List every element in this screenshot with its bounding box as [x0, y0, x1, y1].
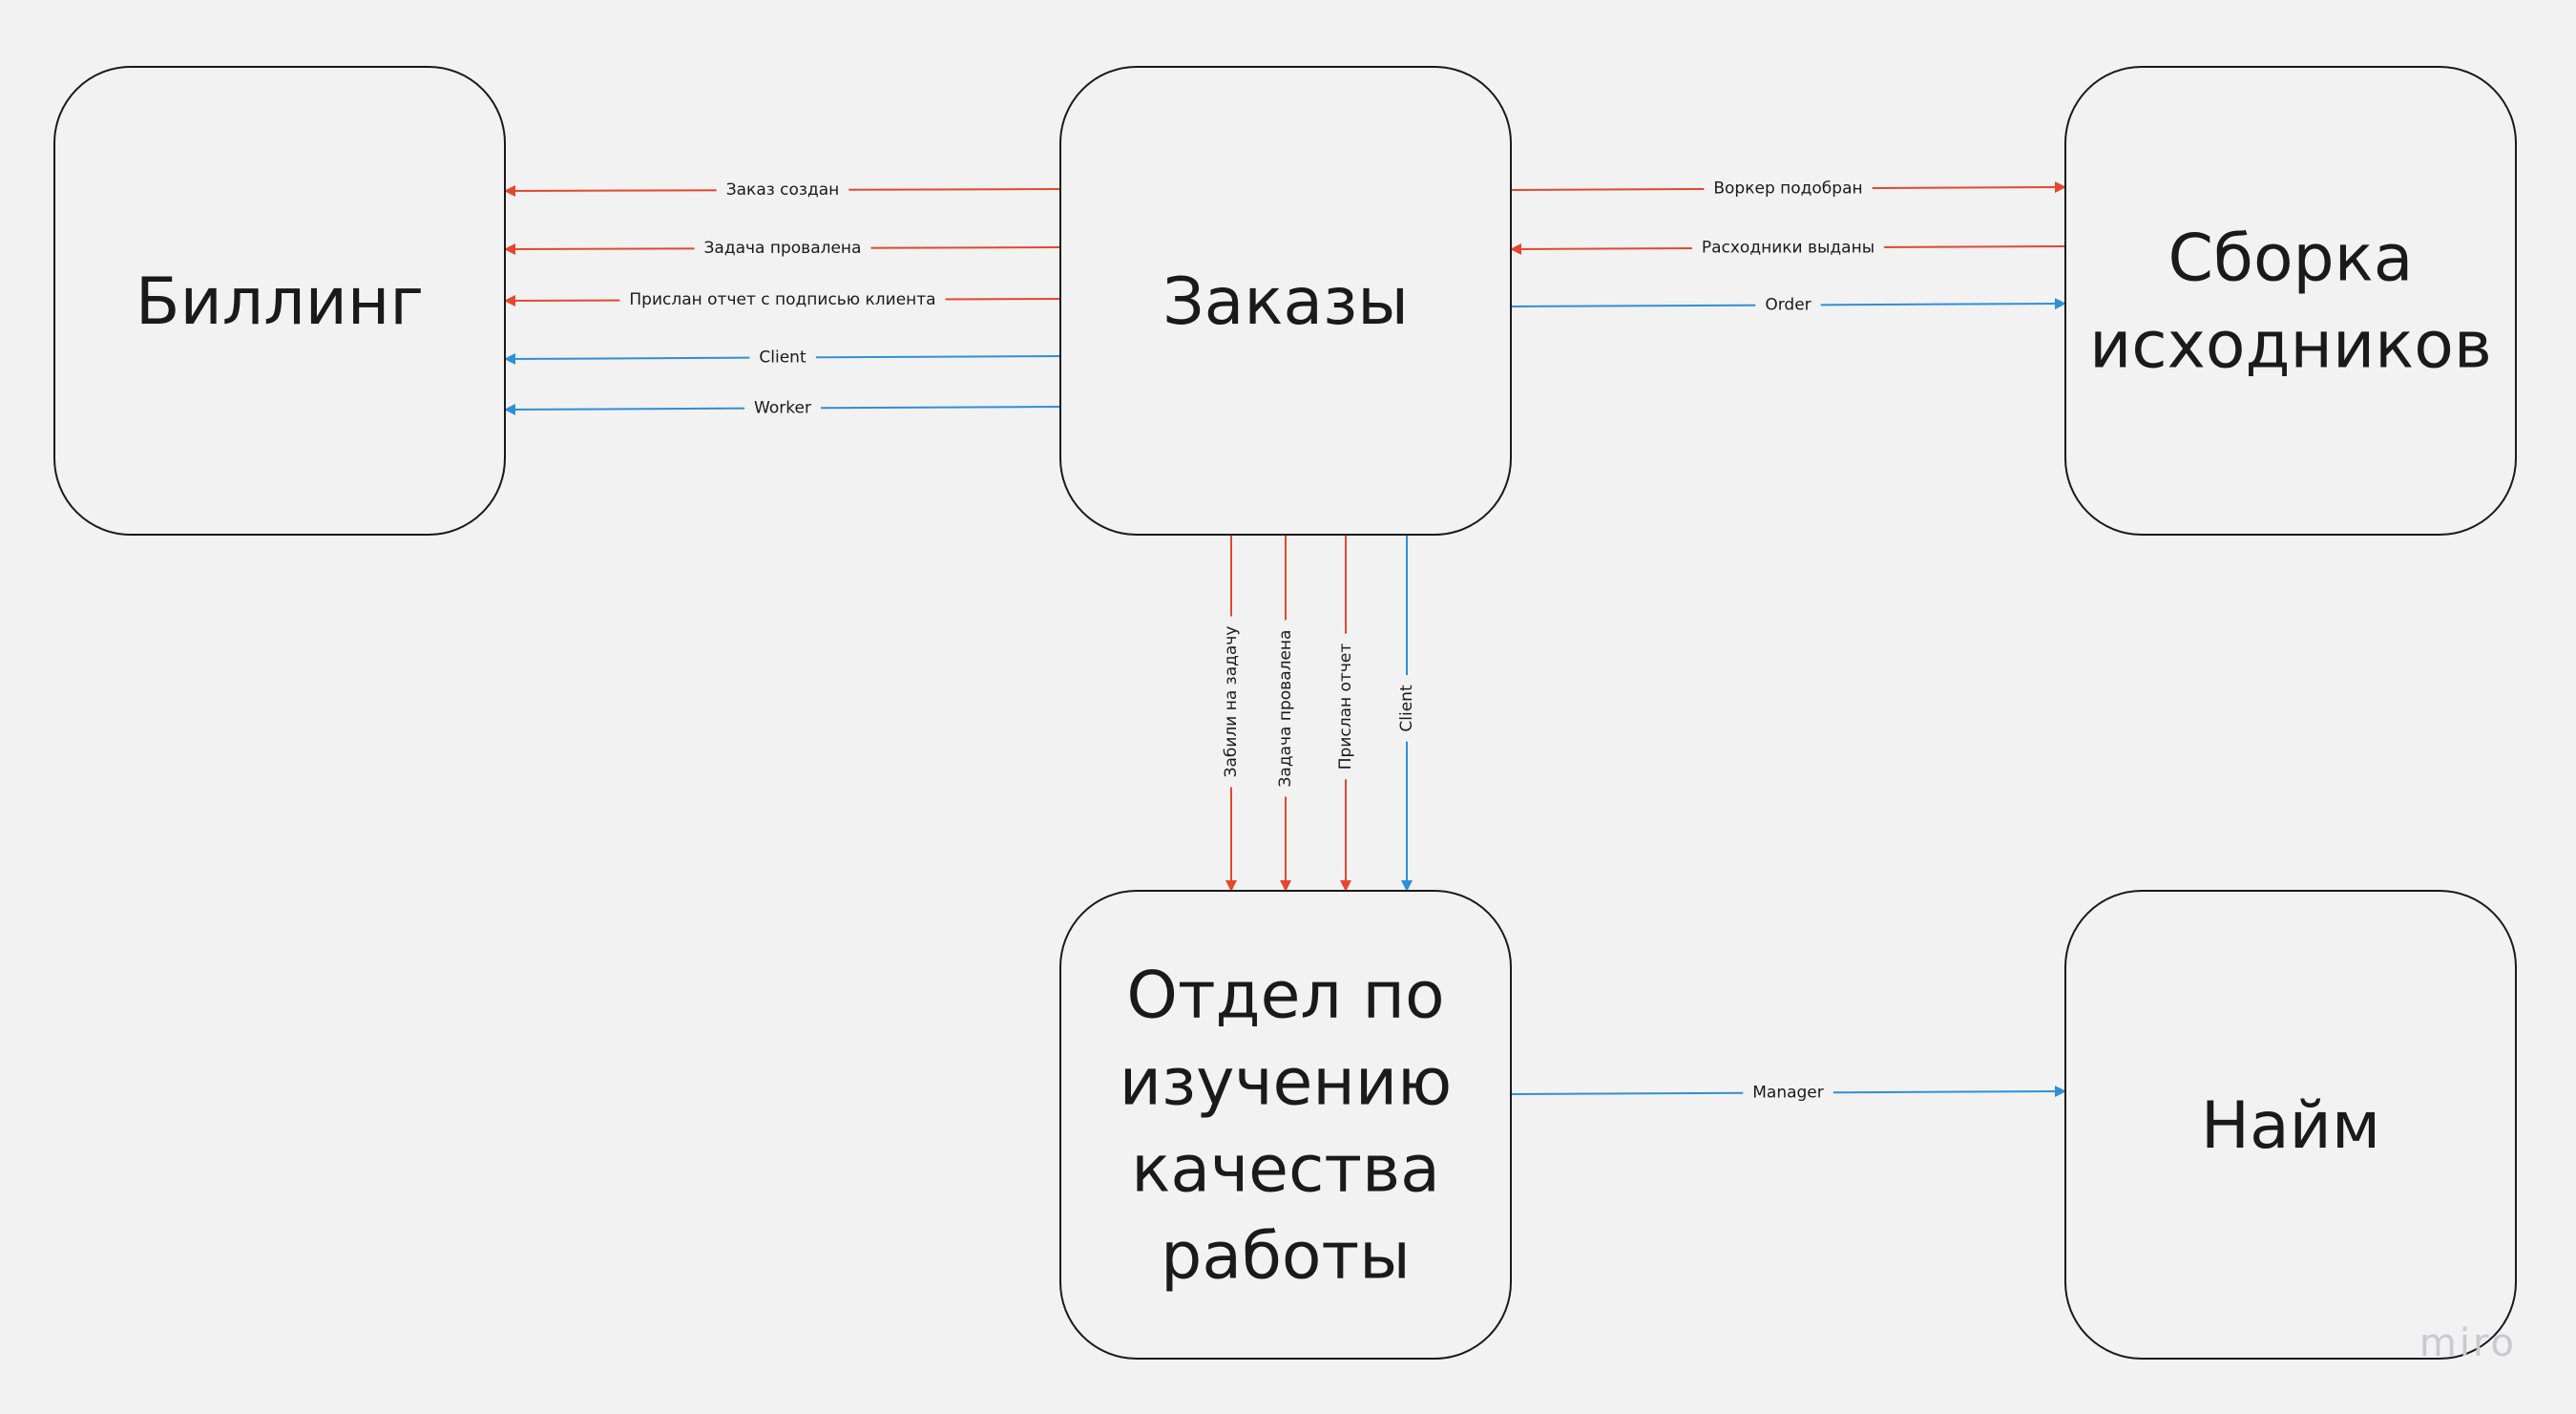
node-billing[interactable]: Биллинг [53, 66, 506, 536]
node-label-line: качества [1131, 1132, 1440, 1208]
node-hiring-label: Найм [2201, 1088, 2380, 1164]
node-label-line: Отдел по [1126, 959, 1444, 1034]
node-sources-label: Сборка исходников [2089, 222, 2492, 384]
connector-client-quality[interactable]: Client [1395, 535, 1418, 892]
connector-label: Прислан отчет с подписью клиента [629, 290, 935, 309]
node-orders[interactable]: Заказы [1059, 66, 1512, 536]
connector-task-booked[interactable]: Забили на задачу [1220, 535, 1243, 892]
node-label-line: работы [1161, 1219, 1411, 1295]
connector-label-background [1220, 616, 1243, 788]
node-label-line: изучению [1120, 1045, 1453, 1121]
connector-label-background [1704, 177, 1873, 200]
connector-label: Задача провалена [704, 239, 862, 258]
connector-label: Воркер подобран [1713, 179, 1862, 199]
connector-supplies-issued[interactable]: Расходники выданы [1510, 236, 2066, 260]
connector-label: Заказ создан [726, 180, 840, 200]
node-label-line: Сборка [2168, 222, 2414, 297]
connector-manager-hiring[interactable]: Manager [1510, 1081, 2066, 1105]
node-orders-label: Заказы [1162, 264, 1409, 340]
connector-report-signed[interactable]: Прислан отчет с подписью клиента [504, 288, 1061, 311]
connector-label: Worker [754, 399, 811, 418]
connector-label: Manager [1752, 1084, 1824, 1103]
connector-label-background [1274, 620, 1297, 797]
nodes: Биллинг Заказы Сборка исходников Отдел по… [53, 66, 2517, 1360]
connector-label-background [1395, 675, 1418, 742]
connector-label-background [694, 237, 871, 260]
node-sources[interactable]: Сборка исходников [2064, 66, 2517, 536]
connector-label-background [1334, 633, 1357, 780]
node-billing-label: Биллинг [136, 264, 424, 340]
connector-label-background [716, 179, 849, 201]
node-quality[interactable]: Отдел по изучению качества работы [1059, 890, 1512, 1360]
connector-label-background [744, 396, 821, 420]
connector-label-background [1691, 236, 1885, 260]
connector-label: Client [759, 348, 806, 368]
node-label-line: исходников [2089, 308, 2492, 384]
connector-label: Забили на задачу [1222, 626, 1241, 778]
connector-label: Расходники выданы [1702, 239, 1874, 258]
connector-task-failed-quality[interactable]: Задача провалена [1274, 535, 1297, 892]
connector-report-sent[interactable]: Прислан отчет [1334, 535, 1357, 892]
connector-task-failed-billing[interactable]: Задача провалена [504, 237, 1061, 260]
connector-label: Прислан отчет [1336, 644, 1355, 770]
node-label-line: Найм [2201, 1088, 2380, 1164]
node-quality-label: Отдел по изучению качества работы [1120, 959, 1453, 1295]
connector-order-created[interactable]: Заказ создан [504, 179, 1061, 201]
connector-label: Задача провалена [1276, 630, 1295, 788]
connector-label-background [1743, 1081, 1833, 1105]
connector-label-background [619, 288, 946, 311]
connector-client-billing[interactable]: Client [504, 346, 1061, 369]
node-label-line: Заказы [1162, 264, 1409, 340]
connector-label: Order [1765, 296, 1811, 315]
node-label-line: Биллинг [136, 264, 424, 340]
connector-worker-billing[interactable]: Worker [504, 396, 1061, 420]
miro-watermark: miro [2419, 1321, 2517, 1365]
node-hiring[interactable]: Найм [2064, 890, 2517, 1360]
connector-label-background [1755, 293, 1821, 317]
connector-label: Client [1397, 685, 1416, 732]
connector-order-sources[interactable]: Order [1510, 293, 2066, 317]
connector-label-background [749, 346, 816, 369]
connector-worker-selected[interactable]: Воркер подобран [1510, 177, 2066, 200]
